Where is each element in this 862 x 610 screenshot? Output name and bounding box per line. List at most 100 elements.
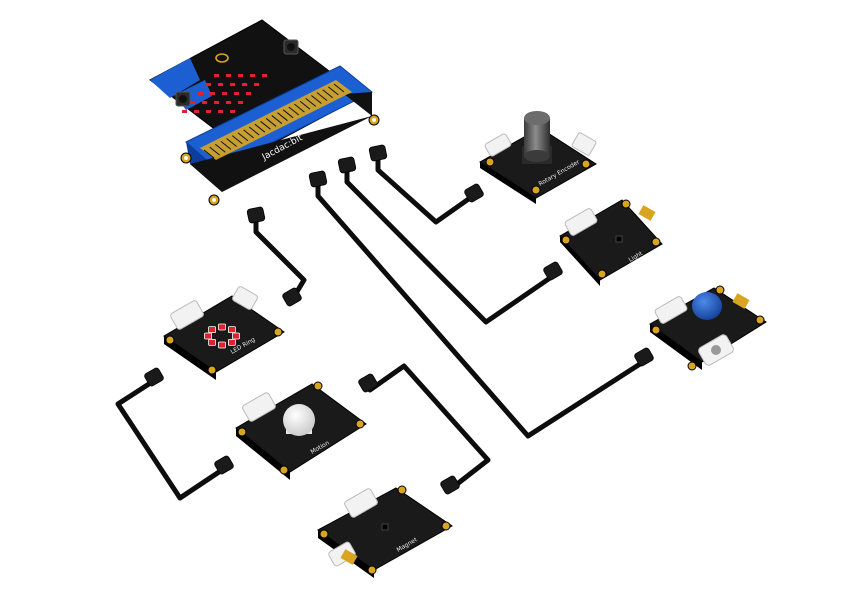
housing — [232, 286, 258, 310]
mount-hole — [651, 237, 661, 247]
housing — [170, 300, 204, 330]
plug — [214, 455, 234, 475]
edge-pin — [322, 89, 334, 99]
magnet-module: Magnet — [317, 485, 453, 578]
led-icon — [227, 338, 236, 346]
cable-button — [315, 183, 643, 439]
plug — [464, 183, 484, 203]
mount-hole — [367, 565, 377, 575]
pir-dome — [283, 404, 315, 436]
plug — [368, 144, 388, 162]
edge-pin — [277, 112, 288, 122]
mount-hole — [485, 157, 495, 167]
cable-rotary — [375, 157, 473, 225]
led-icon — [222, 92, 227, 95]
led-icon — [206, 110, 211, 113]
led-icon — [218, 110, 223, 113]
button-module — [649, 285, 767, 371]
edge-pin — [243, 129, 254, 139]
mount-hole — [313, 381, 323, 391]
led-icon — [198, 92, 203, 95]
edge-pin — [214, 143, 226, 153]
led-icon — [208, 326, 217, 334]
microbit-board: Jacdac:bit — [149, 19, 380, 206]
mount-hole — [273, 327, 283, 337]
led-icon — [230, 110, 235, 113]
plug — [634, 347, 654, 367]
led-icon — [214, 74, 219, 77]
led-icon — [262, 74, 267, 77]
pcb — [559, 199, 663, 281]
led-icon — [214, 101, 219, 104]
edge-pin — [311, 95, 322, 104]
mount-hole — [207, 365, 217, 375]
led-icon — [202, 101, 207, 104]
mount-hole — [319, 529, 329, 539]
led-icon — [190, 101, 195, 104]
plug — [246, 206, 266, 224]
led-icon — [250, 74, 255, 77]
led-icon — [182, 110, 187, 113]
mount-hole — [687, 361, 697, 371]
edge-pin — [248, 126, 260, 136]
pcb — [649, 287, 767, 363]
edge-pin — [226, 138, 237, 147]
touch-logo — [215, 53, 229, 63]
mount-hole — [651, 325, 661, 335]
motion-module: Motion — [235, 381, 367, 480]
edge-pin — [265, 118, 277, 127]
light-module: Light — [559, 199, 663, 286]
mount-hole — [597, 269, 607, 279]
button-cap — [692, 292, 722, 320]
mount-hole — [165, 335, 175, 345]
plug — [308, 170, 328, 188]
led-icon — [230, 83, 235, 86]
hall-sensor — [381, 523, 389, 531]
cables — [115, 157, 643, 501]
led-icon — [226, 101, 231, 104]
cable-ledring-motion — [115, 379, 225, 501]
edge-pin — [333, 83, 345, 93]
mount-hole — [715, 285, 725, 295]
plug — [282, 287, 302, 307]
edge-pin — [282, 109, 294, 119]
led-icon — [227, 326, 236, 334]
led-icon — [218, 323, 226, 331]
led-icon — [208, 338, 217, 346]
led-icon — [238, 101, 243, 104]
cable-light — [344, 169, 553, 325]
edge-pin — [305, 97, 317, 107]
led-icon — [194, 110, 199, 113]
mount-hole — [755, 315, 765, 325]
edge-pins — [203, 83, 345, 159]
housing — [484, 133, 512, 157]
plug — [337, 156, 357, 174]
cable-plugs — [144, 144, 654, 495]
mount-hole — [397, 485, 407, 495]
led-icon — [254, 83, 259, 86]
plug — [144, 367, 164, 387]
rotary-encoder-module: Rotary Encoder — [479, 111, 597, 204]
led-icon — [234, 92, 239, 95]
edge-pin — [260, 120, 271, 130]
led-icon — [204, 332, 212, 340]
usb-connector-icon — [340, 549, 358, 565]
edge-pin — [254, 123, 266, 133]
edge-pin — [231, 135, 243, 145]
edge-pin — [288, 106, 300, 116]
housing — [654, 296, 688, 324]
led-icon — [218, 83, 223, 86]
led-icon — [238, 74, 243, 77]
edge-pin — [299, 100, 311, 110]
mount-hole — [531, 185, 541, 195]
pcb — [163, 295, 285, 373]
led-icon — [232, 332, 240, 340]
plug — [358, 373, 378, 393]
housing — [242, 392, 276, 422]
usb-connector-icon — [638, 205, 656, 221]
led-icon — [226, 74, 231, 77]
edge-pin — [203, 149, 215, 159]
led-matrix — [182, 74, 267, 113]
light-sensor — [615, 235, 623, 243]
